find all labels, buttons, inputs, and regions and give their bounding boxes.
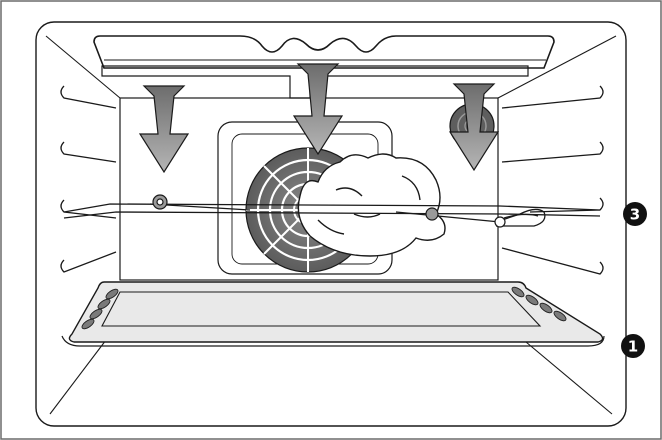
left-shelf-rails — [60, 85, 117, 273]
right-shelf-rails — [501, 85, 604, 275]
airflow-arrow-center — [292, 63, 344, 156]
shelf-level-badge-upper: 3 — [623, 202, 647, 226]
airflow-arrow-left — [138, 85, 190, 174]
shelf-level-label-lower: 1 — [628, 338, 638, 356]
oven-cavity-outline — [35, 21, 627, 427]
airflow-arrow-right — [448, 83, 500, 172]
shelf-level-label-upper: 3 — [630, 206, 640, 224]
tray-handle-left — [81, 288, 119, 330]
airflow-arrow-icon — [138, 63, 500, 174]
spit-fork-left — [152, 194, 168, 210]
tray-handle-right — [511, 286, 567, 322]
perspective-lines — [45, 35, 617, 415]
baking-tray-icon — [61, 281, 605, 347]
spit-fork-right — [425, 207, 506, 228]
shelf-level-badge-lower: 1 — [621, 334, 645, 358]
